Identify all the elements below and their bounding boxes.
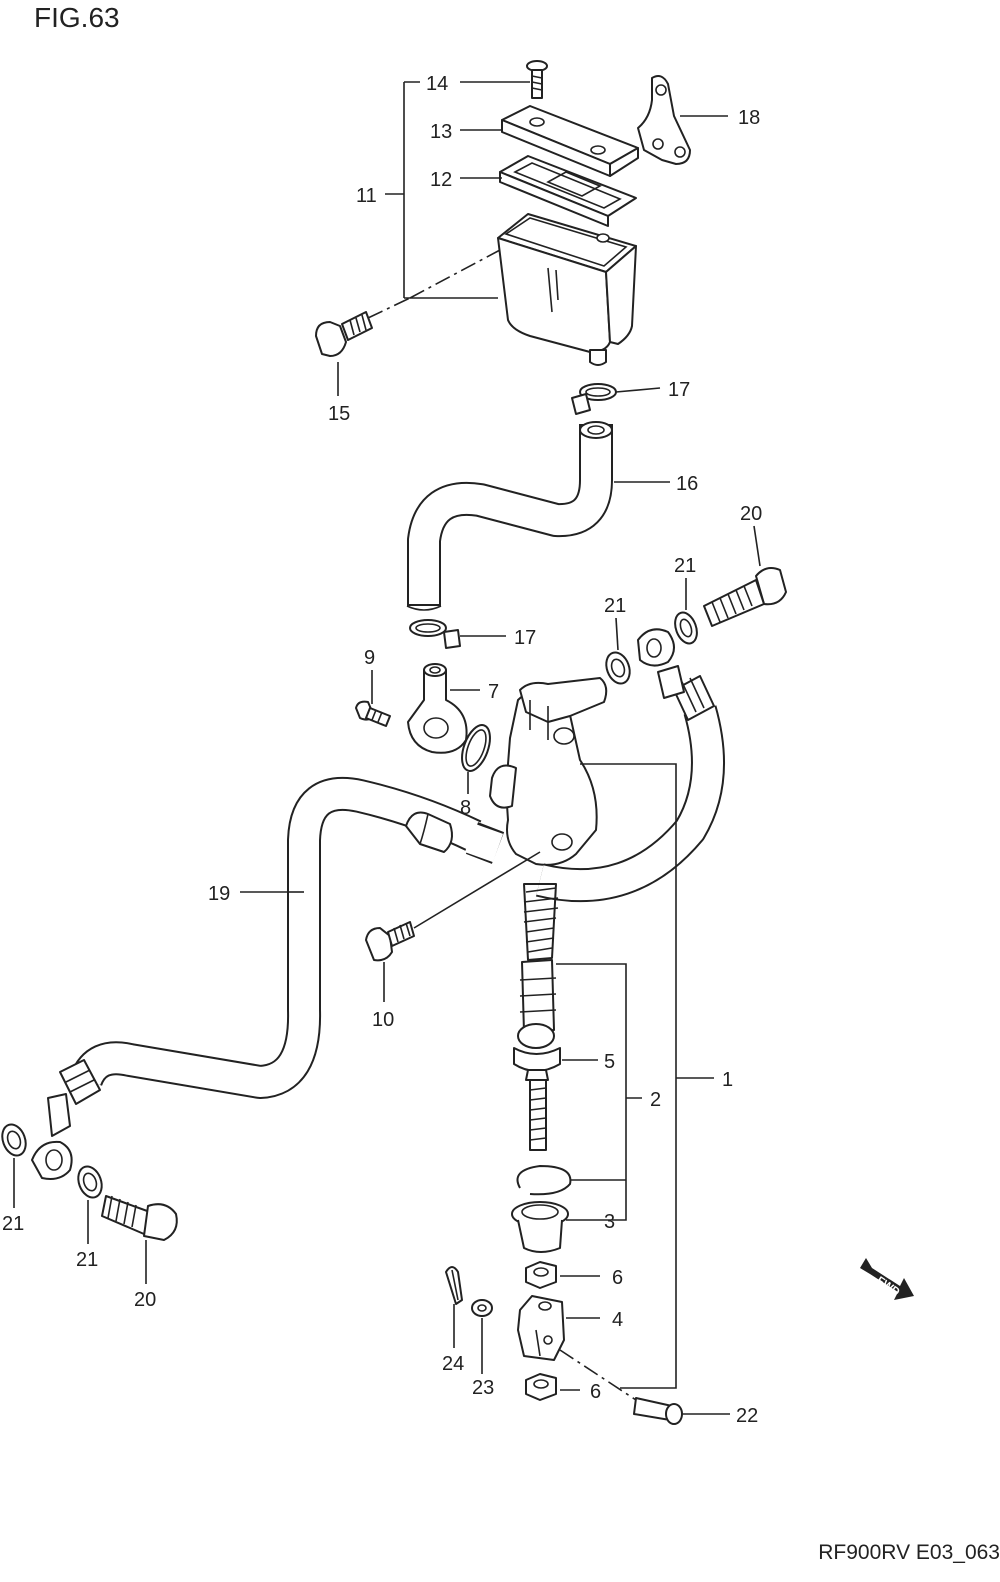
- part-reservoir-body: [497, 213, 637, 366]
- callout-19: 19: [208, 883, 230, 905]
- part-washer-21-a: [674, 611, 698, 645]
- callout-8: 8: [460, 797, 471, 819]
- callout-7: 7: [488, 681, 499, 703]
- callout-23: 23: [472, 1377, 494, 1399]
- part-spring: [523, 883, 559, 961]
- part-circlip: [516, 1165, 572, 1196]
- callout-22: 22: [736, 1405, 758, 1427]
- part-bolt-15: [315, 311, 373, 357]
- part-banjo-bolt-20-lower: [101, 1195, 178, 1241]
- callout-18: 18: [738, 107, 760, 129]
- part-bracket-18: [637, 75, 691, 165]
- part-washer-21-d: [77, 1165, 103, 1199]
- part-clevis-4: [517, 1295, 565, 1361]
- callout-6-lower: 6: [590, 1381, 601, 1403]
- part-union-7: [407, 663, 468, 754]
- callout-10: 10: [372, 1009, 394, 1031]
- part-clamp-17-upper: [571, 383, 617, 415]
- figure-title: FIG.63: [34, 2, 120, 33]
- callout-labels: 14 13 12 11 18 15 17 16 20 21 21 17 9 7 …: [2, 73, 762, 1427]
- callout-21-c: 21: [2, 1213, 24, 1235]
- part-supply-hose-16: [406, 421, 613, 611]
- part-cap-13: [501, 105, 639, 177]
- callout-4: 4: [612, 1309, 623, 1331]
- callout-5: 5: [604, 1051, 615, 1073]
- callout-24: 24: [442, 1353, 464, 1375]
- callout-9: 9: [364, 647, 375, 669]
- callout-17-upper: 17: [668, 379, 690, 401]
- part-cotter-pin-24: [445, 1266, 463, 1305]
- part-washer-21-b: [605, 651, 631, 685]
- part-screw-14: [526, 60, 548, 99]
- part-clamp-17-lower: [409, 619, 461, 649]
- callout-12: 12: [430, 169, 452, 191]
- callout-20-upper: 20: [740, 503, 762, 525]
- callout-2: 2: [650, 1089, 661, 1111]
- part-clevis-pin-22: [559, 1349, 683, 1425]
- part-banjo-bolt-20-upper: [703, 567, 787, 627]
- part-bolt-10: [365, 851, 541, 962]
- part-o-ring-8: [461, 724, 491, 772]
- part-brake-hose-right: [535, 628, 725, 903]
- callout-13: 13: [430, 121, 452, 143]
- reservoir-assembly: [315, 60, 691, 366]
- callout-15: 15: [328, 403, 350, 425]
- part-piston-cup: [519, 959, 557, 1033]
- callout-14: 14: [426, 73, 448, 95]
- callout-21-d: 21: [76, 1249, 98, 1271]
- part-screw-9: [355, 700, 391, 727]
- callout-17-lower: 17: [514, 627, 536, 649]
- callout-21-a: 21: [674, 555, 696, 577]
- callout-20-lower: 20: [134, 1289, 156, 1311]
- callout-3: 3: [604, 1211, 615, 1233]
- part-master-cylinder-1: [489, 677, 608, 866]
- part-piston-5: [513, 1023, 561, 1081]
- part-brake-hose-19: [31, 776, 505, 1180]
- callout-11: 11: [356, 185, 377, 207]
- callout-16: 16: [676, 473, 698, 495]
- callout-1: 1: [722, 1069, 733, 1091]
- callout-21-b: 21: [604, 595, 626, 617]
- part-push-rod: [529, 1079, 547, 1151]
- figure-code: RF900RV E03_063: [818, 1541, 1000, 1564]
- leader-lines: [13, 81, 761, 1415]
- fwd-arrow-icon: FWD: [860, 1258, 914, 1300]
- part-nut-6-upper: [525, 1261, 557, 1289]
- part-nut-6-lower: [525, 1373, 557, 1401]
- callout-6-upper: 6: [612, 1267, 623, 1289]
- part-washer-23: [471, 1299, 493, 1317]
- part-washer-21-c: [1, 1123, 27, 1157]
- part-boot-3: [511, 1201, 569, 1253]
